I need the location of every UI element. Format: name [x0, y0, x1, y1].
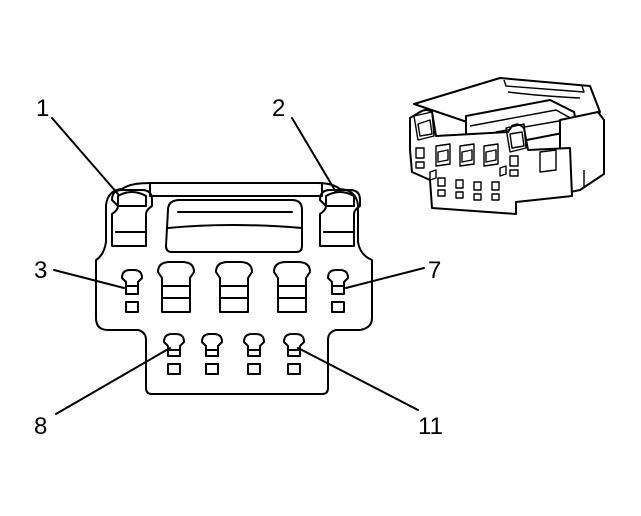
leader-11 — [297, 347, 419, 411]
leader-7 — [345, 267, 425, 289]
cavity-10 — [243, 333, 265, 375]
cavity-3 — [121, 269, 143, 313]
latch-bar-inner — [167, 211, 303, 229]
cavity-9 — [201, 333, 223, 375]
cavity-4 — [157, 261, 195, 313]
cavity-7 — [327, 269, 349, 313]
callout-labels: 1 2 3 7 8 11 — [34, 95, 443, 440]
latch-rim — [149, 182, 323, 197]
callout-11: 11 — [418, 413, 443, 440]
callout-7: 7 — [428, 257, 441, 284]
leader-3 — [53, 269, 125, 289]
callout-3: 3 — [34, 257, 47, 284]
callout-8: 8 — [34, 413, 47, 440]
connector-face — [95, 182, 373, 395]
connector-body-outline — [95, 182, 373, 395]
cavity-1 — [111, 189, 153, 247]
cavity-5 — [215, 261, 253, 313]
cavity-11 — [283, 333, 305, 375]
connector-isometric-view — [409, 77, 605, 215]
cavity-6 — [273, 261, 311, 313]
leader-2 — [291, 117, 337, 193]
callout-1: 1 — [36, 95, 49, 122]
callout-2: 2 — [272, 95, 285, 122]
leader-lines — [51, 117, 425, 415]
cavity-8 — [163, 333, 185, 375]
cavity-2 — [319, 189, 361, 247]
leader-1 — [51, 117, 119, 195]
leader-8 — [55, 347, 171, 415]
